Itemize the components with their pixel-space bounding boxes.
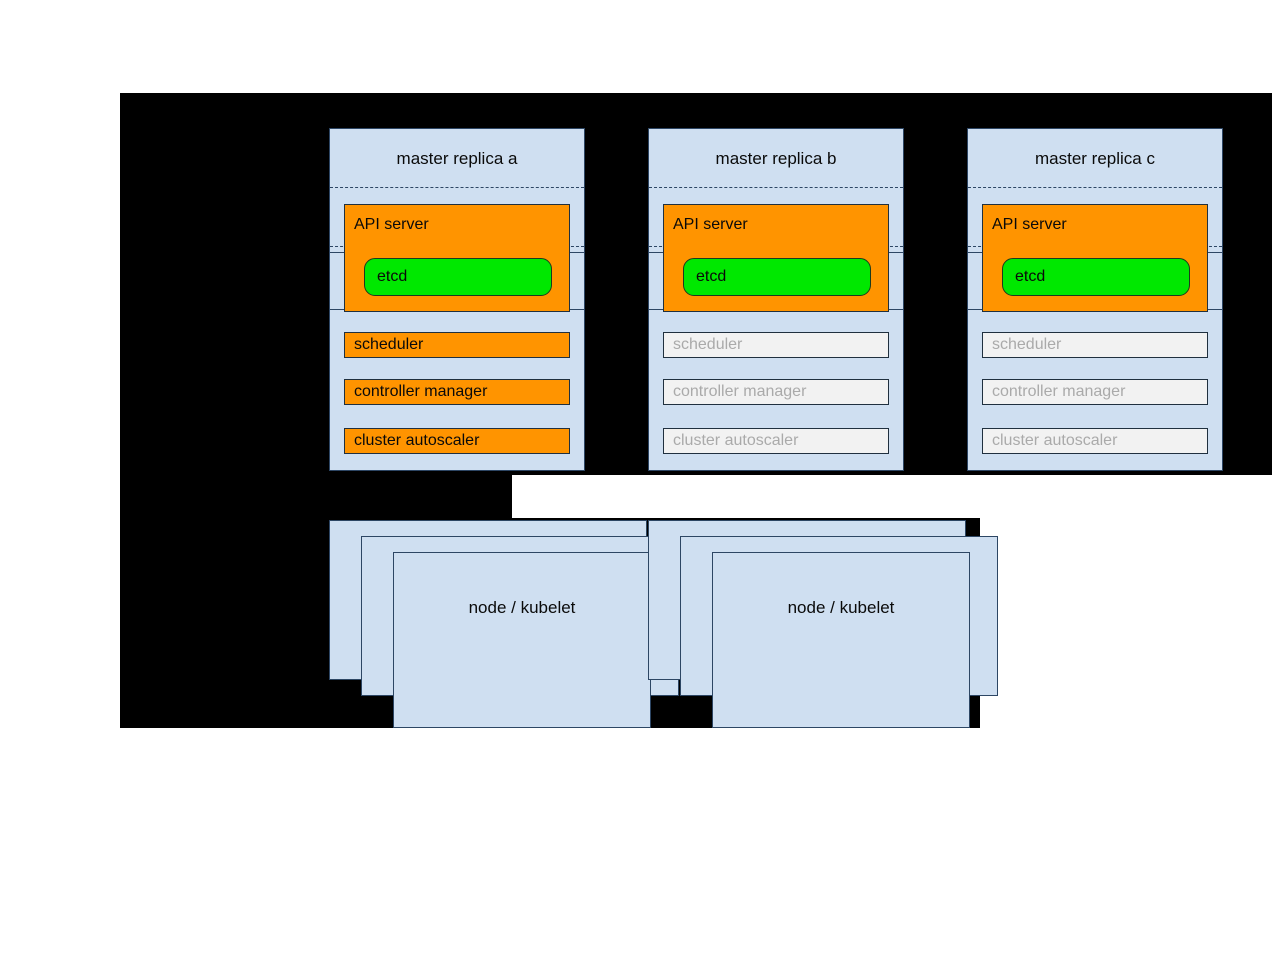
replica-c-controller-manager[interactable]: controller manager <box>982 379 1208 405</box>
backdrop-left-mid <box>120 475 512 518</box>
replica-a-controller-manager[interactable]: controller manager <box>344 379 570 405</box>
replica-b-cluster-autoscaler[interactable]: cluster autoscaler <box>663 428 889 454</box>
master-replica-c-title: master replica c <box>1035 149 1155 168</box>
replica-c-etcd[interactable]: etcd <box>1002 258 1190 296</box>
master-replica-b-title: master replica b <box>715 149 837 168</box>
replica-b-controller-manager[interactable]: controller manager <box>663 379 889 405</box>
replica-a-api-server-block[interactable]: API server etcd <box>344 204 570 312</box>
replica-b-scheduler[interactable]: scheduler <box>663 332 889 358</box>
replica-a-etcd[interactable]: etcd <box>364 258 552 296</box>
replica-c-scheduler[interactable]: scheduler <box>982 332 1208 358</box>
replica-a-scheduler[interactable]: scheduler <box>344 332 570 358</box>
master-replica-a-title: master replica a <box>396 149 518 168</box>
node-stack-1-label: node / kubelet <box>468 598 576 617</box>
replica-a-divider-top <box>330 187 584 188</box>
node-stack-2-front[interactable]: node / kubelet <box>712 552 970 728</box>
replica-c-api-server-label: API server <box>992 216 1067 233</box>
replica-c-api-server-block[interactable]: API server etcd <box>982 204 1208 312</box>
replica-c-cluster-autoscaler[interactable]: cluster autoscaler <box>982 428 1208 454</box>
node-stack-1-front[interactable]: node / kubelet <box>393 552 651 728</box>
replica-b-api-server-block[interactable]: API server etcd <box>663 204 889 312</box>
replica-a-cluster-autoscaler[interactable]: cluster autoscaler <box>344 428 570 454</box>
replica-b-divider-top <box>649 187 903 188</box>
node-stack-2-label: node / kubelet <box>787 598 895 617</box>
replica-b-etcd[interactable]: etcd <box>683 258 871 296</box>
replica-a-api-server-label: API server <box>354 216 429 233</box>
gap-white-band <box>512 475 1280 518</box>
replica-c-divider-top <box>968 187 1222 188</box>
replica-b-api-server-label: API server <box>673 216 748 233</box>
